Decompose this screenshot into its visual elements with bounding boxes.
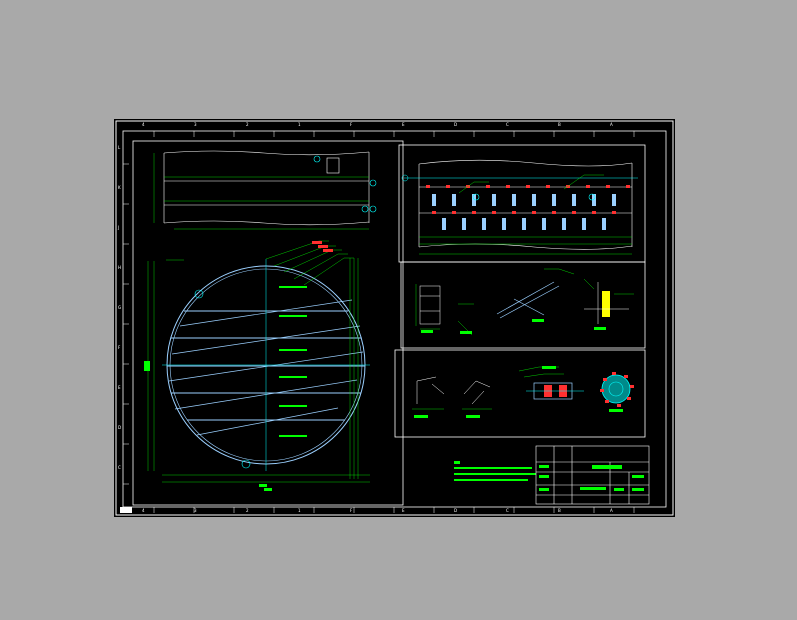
ruler-label: G [118, 305, 121, 310]
ruler-label: F [118, 345, 121, 350]
general-notes [454, 461, 536, 481]
ruler-label: B [558, 508, 561, 513]
cover-leader-lines [147, 240, 370, 483]
panel-section-details [400, 261, 646, 349]
ruler-label: 3 [194, 508, 197, 513]
ruler-label: J [117, 225, 119, 230]
cover-centerlines [162, 259, 370, 471]
ruler-label: H [118, 265, 121, 270]
ruler-label: 1 [298, 122, 301, 127]
cover-rib-labels [144, 286, 307, 491]
ruler-label: 2 [246, 508, 249, 513]
elevation-centerline [401, 174, 638, 182]
connection-detail-1 [416, 376, 445, 404]
top-ruler [153, 131, 635, 137]
section-detail-dims [415, 268, 634, 336]
ruler-label: D [118, 425, 121, 430]
elevation-outline [418, 159, 633, 250]
ruler-label: D [454, 508, 457, 513]
ruler-label: B [558, 122, 561, 127]
side-elevation-markers [313, 155, 377, 213]
ruler-label: 2 [246, 122, 249, 127]
ruler-label: A [610, 508, 613, 513]
elevation-stiffeners [432, 194, 616, 230]
sheet-outer-border [115, 120, 674, 516]
ruler-label: 3 [194, 122, 197, 127]
panel-connection-details [394, 349, 646, 438]
cover-detail-callouts [194, 289, 251, 469]
ruler-label: C [506, 508, 509, 513]
ruler-label: F [350, 508, 353, 513]
section-detail-tags [421, 319, 606, 334]
connection-detail-tags [414, 366, 623, 418]
ruler-label: 4 [142, 508, 145, 513]
left-ruler [123, 163, 129, 485]
panel-plan-view [132, 140, 404, 506]
ruler-label: A [610, 122, 613, 127]
connection-detail-2 [463, 380, 491, 405]
side-elevation-dims [153, 153, 369, 230]
flange-bolt-tags [600, 372, 634, 407]
sheet-inner-border [122, 130, 667, 508]
title-block-fills [539, 465, 644, 491]
ruler-label: 1 [298, 508, 301, 513]
bottom-ruler [153, 507, 635, 513]
ruler-label: L [118, 145, 121, 150]
sheet-corner-mark [120, 507, 132, 513]
connection-detail-3 [526, 382, 584, 400]
elevation-markers [472, 193, 596, 201]
section-detail-2 [496, 281, 560, 319]
ruler-label: 4 [142, 122, 145, 127]
side-elevation [163, 150, 370, 226]
ruler-label: E [402, 508, 405, 513]
ruler-label: K [118, 185, 121, 190]
ruler-label: C [118, 465, 121, 470]
section-detail-3 [584, 282, 629, 324]
ruler-label: D [454, 122, 457, 127]
elevation-tags [426, 185, 630, 214]
cover-tags [312, 241, 333, 252]
elevation-dims [419, 174, 632, 255]
connection-detail-dims [412, 366, 564, 410]
ruler-label: E [118, 385, 121, 390]
ruler-label: E [402, 122, 405, 127]
ruler-label: C [506, 122, 509, 127]
ruler-label: F [350, 122, 353, 127]
section-detail-1 [419, 285, 441, 325]
